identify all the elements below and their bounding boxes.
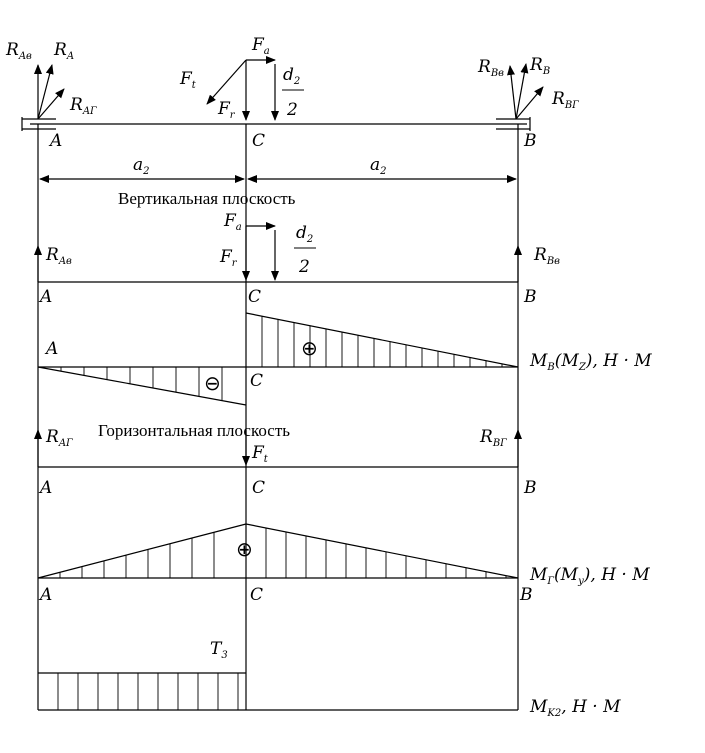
vertical-plane-title: Вертикальная плоскость xyxy=(118,189,296,208)
point-c-torque: C xyxy=(250,585,263,605)
svg-text:d2: d2 xyxy=(296,223,313,245)
label-t3: T3 xyxy=(210,639,228,661)
label-f-r: Fr xyxy=(217,99,236,121)
label-r-bv-vert: RBв xyxy=(533,245,560,267)
label-f-a: Fa xyxy=(251,35,270,57)
point-c-top: C xyxy=(252,131,265,151)
point-b-top: B xyxy=(523,131,537,151)
point-a-hor: A xyxy=(38,478,52,498)
horizontal-plane-beam xyxy=(34,429,522,468)
svg-text:2: 2 xyxy=(298,257,310,277)
point-a-vert: A xyxy=(38,287,52,307)
label-r-bg: RBГ xyxy=(551,89,579,111)
vertical-moment-diagram xyxy=(37,312,519,406)
moment-label-horizontal: MГ(My), H · M xyxy=(529,565,650,587)
label-f-t-hor: Ft xyxy=(251,443,269,465)
point-a-mv: A xyxy=(44,339,58,359)
point-c-mv: C xyxy=(250,371,263,391)
plus-sign-mg: ⊕ xyxy=(236,537,253,561)
svg-text:d2: d2 xyxy=(283,65,300,87)
horizontal-plane-title: Горизонтальная плоскость xyxy=(98,421,290,440)
fraction-d2-over-2-vert: d2 2 xyxy=(294,223,316,277)
point-c-hor: C xyxy=(252,478,265,498)
reaction-arrows-a xyxy=(34,64,65,120)
label-r-av-vert: RAв xyxy=(45,245,72,267)
point-c-vert: C xyxy=(248,287,261,307)
point-b-vert: B xyxy=(523,287,537,307)
reaction-arrows-b xyxy=(507,63,544,120)
point-a-torque: A xyxy=(38,585,52,605)
torque-diagram xyxy=(38,672,518,711)
point-b-torque: B xyxy=(519,585,533,605)
label-r-av: RAв xyxy=(5,40,32,62)
label-r-ag: RAГ xyxy=(69,95,97,117)
horizontal-moment-diagram xyxy=(37,523,519,579)
fraction-d2-over-2-top: d2 2 xyxy=(282,65,304,120)
plus-sign-mv: ⊕ xyxy=(301,336,318,360)
label-f-r-vert: Fr xyxy=(219,247,238,269)
dim-a2-right: a2 xyxy=(370,155,387,177)
dim-a2-left: a2 xyxy=(133,155,150,177)
label-r-ag-hor: RAГ xyxy=(45,427,73,449)
label-r-bv: RBв xyxy=(477,57,504,79)
force-arrows-c xyxy=(206,56,279,121)
point-a-top: A xyxy=(48,131,62,151)
bearing-a-symbol xyxy=(21,117,56,131)
label-r-b: RB xyxy=(529,55,550,77)
moment-label-vertical: MВ(MZ), H · M xyxy=(529,351,652,373)
label-r-a: RA xyxy=(53,40,74,62)
dimension-line xyxy=(37,124,519,710)
bearing-b-symbol xyxy=(496,117,531,131)
label-r-bg-hor: RBГ xyxy=(479,427,507,449)
label-f-a-vert: Fa xyxy=(223,211,242,233)
vertical-plane-beam xyxy=(34,222,522,283)
label-f-t: Ft xyxy=(179,69,197,91)
svg-text:2: 2 xyxy=(286,100,298,120)
point-b-hor: B xyxy=(523,478,537,498)
minus-sign-mv: ⊖ xyxy=(204,371,221,395)
moment-label-torque: MK2, H · M xyxy=(529,697,621,719)
